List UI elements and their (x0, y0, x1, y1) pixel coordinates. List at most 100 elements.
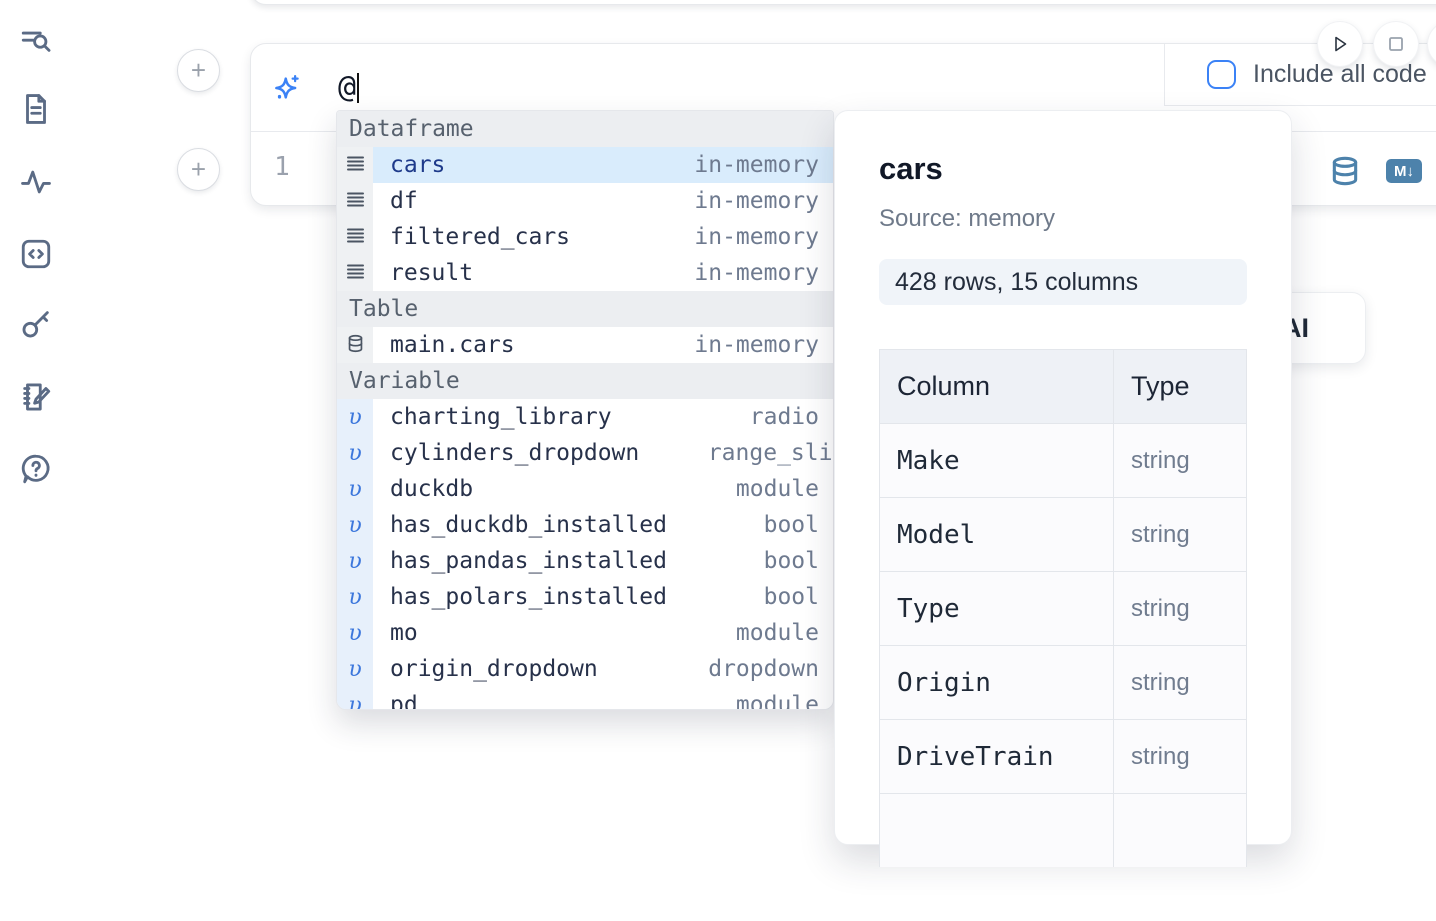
completion-name: filtered_cars (390, 224, 571, 250)
autocomplete-item[interactable]: υ has_pandas_installed bool (337, 543, 833, 579)
schema-column-type: string (1131, 668, 1190, 696)
completion-type: in-memory (694, 188, 819, 214)
completion-name: main.cars (390, 332, 515, 358)
variable-icon: υ (337, 471, 373, 507)
add-cell-above-button[interactable]: + (177, 49, 220, 92)
completion-type: module (735, 476, 819, 502)
marimo-notebook: { "accent_colors": { "primary_blue": "#3… (18, 0, 1436, 867)
snippets-code-icon[interactable] (18, 236, 54, 272)
autocomplete-item-main: filtered_cars in-memory (373, 219, 833, 255)
schema-header-type: Type (1131, 371, 1190, 401)
previous-cell-edge (250, 0, 1436, 5)
stop-button[interactable] (1374, 22, 1418, 66)
dataframe-rows-icon (337, 219, 373, 255)
text-cursor (357, 72, 360, 103)
autocomplete-item[interactable]: df in-memory (337, 183, 833, 219)
variable-icon: υ (337, 543, 373, 579)
completion-name: cylinders_dropdown (390, 440, 640, 466)
autocomplete-section-header: Variable (337, 363, 833, 399)
completion-name: mo (390, 620, 418, 646)
autocomplete-item[interactable]: filtered_cars in-memory (337, 219, 833, 255)
variable-icon: υ (337, 687, 373, 709)
autocomplete-item-main: df in-memory (373, 183, 833, 219)
play-icon (1335, 36, 1347, 52)
secrets-key-icon[interactable] (18, 306, 54, 342)
completion-name: result (390, 260, 474, 286)
files-icon[interactable] (18, 91, 54, 127)
schema-row (879, 793, 1247, 867)
dataframe-preview-panel: cars Source: memory 428 rows, 15 columns… (834, 110, 1292, 867)
markdown-output-icon[interactable]: M↓ (1386, 159, 1422, 183)
completion-type: bool (763, 548, 819, 574)
variables-activity-icon[interactable] (18, 164, 54, 200)
autocomplete-section-header: Dataframe (337, 111, 833, 147)
completion-type: in-memory (694, 224, 819, 250)
completion-type: module (735, 620, 819, 646)
completion-type: module (735, 692, 819, 710)
completion-type: in-memory (694, 152, 819, 178)
scratchpad-notebook-icon[interactable] (18, 379, 54, 415)
help-chat-icon[interactable] (18, 451, 54, 487)
autocomplete-item[interactable]: result in-memory (337, 255, 833, 291)
schema-column-name: Type (897, 593, 960, 624)
variable-icon: υ (337, 615, 373, 651)
output-format-icons: M↓ (1329, 155, 1422, 187)
run-cell-button[interactable] (1318, 22, 1362, 66)
variable-icon: υ (337, 651, 373, 687)
schema-column-type: string (1131, 520, 1190, 548)
variable-icon: υ (337, 507, 373, 543)
schema-row: Type string (879, 571, 1247, 645)
completion-name: has_pandas_installed (390, 548, 667, 574)
completion-type: in-memory (694, 260, 819, 286)
completion-name: df (390, 188, 418, 214)
variable-icon: υ (337, 579, 373, 615)
autocomplete-item-main: result in-memory (373, 255, 833, 291)
preview-title: cars (879, 151, 943, 186)
schema-column-type: string (1131, 594, 1190, 622)
prompt-value: @ (338, 70, 357, 105)
schema-header-column: Column (897, 371, 991, 401)
completion-name: duckdb (390, 476, 474, 502)
dataframe-output-icon[interactable] (1329, 155, 1361, 187)
code-editor[interactable]: 1 M↓ (251, 132, 1436, 206)
table-icon (337, 327, 373, 363)
include-all-code-checkbox[interactable] (1207, 60, 1236, 89)
autocomplete-item[interactable]: υ has_polars_installed bool (337, 579, 833, 615)
completion-type: dropdown (708, 656, 819, 682)
autocomplete-item-main: has_pandas_installed bool (373, 543, 833, 579)
preview-shape-badge: 428 rows, 15 columns (879, 259, 1247, 305)
autocomplete-item-main: mo module (373, 615, 833, 651)
completion-name: has_duckdb_installed (390, 512, 667, 538)
schema-column-name: Make (897, 445, 960, 476)
dataframe-rows-icon (337, 147, 373, 183)
add-cell-below-button[interactable]: + (177, 148, 220, 191)
completion-type: bool (763, 584, 819, 610)
ai-prompt-input[interactable]: @ (338, 70, 360, 105)
autocomplete-item-main: has_polars_installed bool (373, 579, 833, 615)
completion-name: has_polars_installed (390, 584, 667, 610)
completion-type: radio (749, 404, 819, 430)
completion-type: range_slider (707, 440, 833, 466)
schema-header-row: Column Type (879, 349, 1247, 423)
extra-control-button[interactable] (1428, 22, 1436, 66)
file-explorer-search-icon[interactable] (18, 25, 54, 61)
